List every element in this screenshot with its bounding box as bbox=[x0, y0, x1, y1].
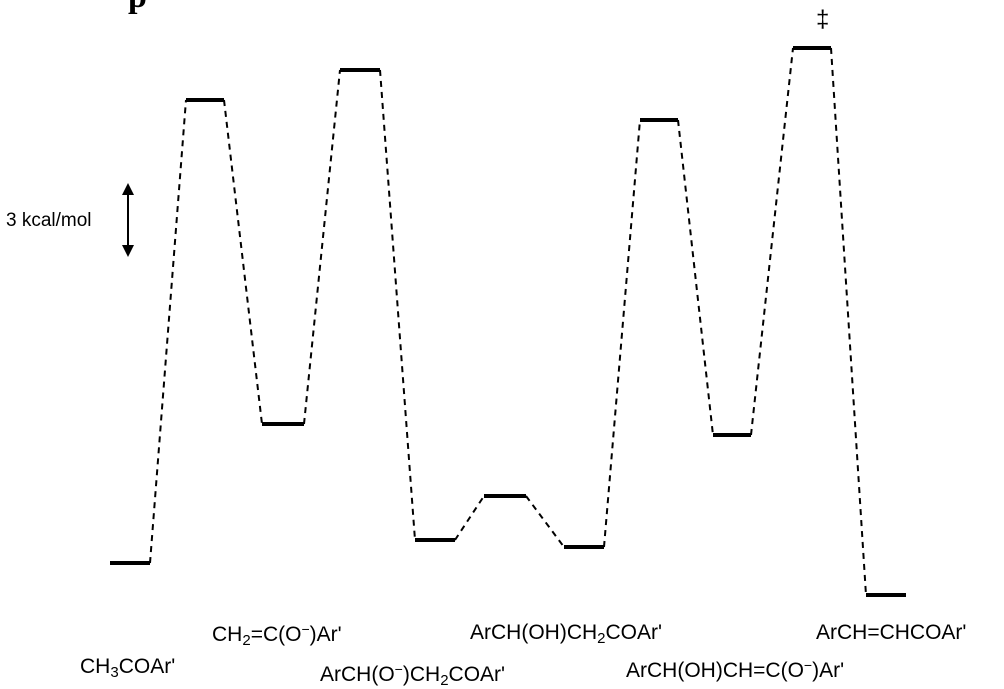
connector-2 bbox=[223, 99, 263, 425]
connector-3 bbox=[303, 69, 341, 425]
energy-scale-bar bbox=[122, 183, 134, 257]
scale-arrow-down-icon bbox=[122, 245, 134, 257]
connector-4 bbox=[379, 69, 416, 541]
scale-arrow-up-icon bbox=[122, 183, 134, 195]
connector-9 bbox=[750, 47, 794, 436]
species-label-enone: ArCH=CHCOAr' bbox=[816, 621, 967, 644]
reaction-paths bbox=[149, 47, 867, 596]
figure-title-fragment: p bbox=[128, 0, 147, 16]
connector-8 bbox=[677, 119, 714, 436]
connector-5 bbox=[454, 495, 485, 541]
connector-7 bbox=[603, 119, 641, 548]
connector-6 bbox=[525, 495, 565, 548]
species-label-aldol-enolate: ArCH(OH)CH=C(O−)Ar' bbox=[626, 657, 845, 682]
species-label-ch3coar: CH3COAr' bbox=[80, 655, 176, 681]
energy-scale-label: 3 kcal/mol bbox=[6, 210, 92, 231]
energy-levels bbox=[110, 46, 906, 597]
connector-10 bbox=[830, 47, 867, 596]
species-label-enolate: CH2=C(O−)Ar' bbox=[212, 621, 342, 649]
species-label-alkoxide: ArCH(O−)CH2COAr' bbox=[320, 661, 506, 689]
transition-state-marker: ‡ bbox=[816, 6, 830, 33]
species-label-aldol: ArCH(OH)CH2COAr' bbox=[470, 621, 663, 647]
connector-1 bbox=[149, 99, 187, 564]
